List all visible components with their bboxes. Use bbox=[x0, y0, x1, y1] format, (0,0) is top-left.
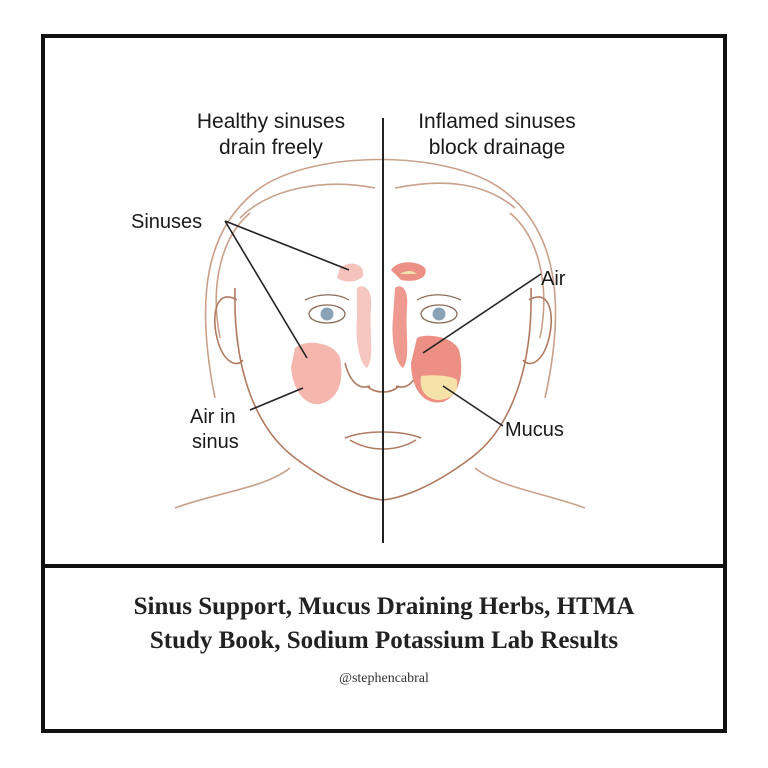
caption: Sinus Support, Mucus Draining Herbs, HTM… bbox=[45, 590, 723, 658]
sinus-diagram: Healthy sinuses drain freely Inflamed si… bbox=[131, 110, 586, 543]
left-heading-line1: Healthy sinuses bbox=[197, 110, 345, 133]
head-outline bbox=[174, 158, 586, 509]
healthy-sinuses bbox=[291, 263, 372, 405]
air-in-sinus-label-line1: Air in bbox=[190, 406, 236, 428]
author-handle: @stephencabral bbox=[339, 671, 429, 686]
caption-line1: Sinus Support, Mucus Draining Herbs, HTM… bbox=[133, 593, 635, 620]
sinuses-label: Sinuses bbox=[131, 211, 202, 233]
caption-line2: Study Book, Sodium Potassium Lab Results bbox=[149, 627, 619, 654]
eyes bbox=[304, 294, 462, 324]
right-heading-line2: block drainage bbox=[429, 136, 566, 159]
mucus-label: Mucus bbox=[505, 419, 564, 441]
image-frame: Healthy sinuses drain freely Inflamed si… bbox=[41, 34, 727, 733]
pointer-lines bbox=[224, 220, 542, 427]
air-label: Air bbox=[541, 268, 566, 290]
inflamed-sinuses bbox=[391, 262, 462, 403]
right-heading-line1: Inflamed sinuses bbox=[418, 110, 576, 133]
air-in-sinus-label-line2: sinus bbox=[192, 431, 239, 453]
face-outline bbox=[214, 287, 552, 501]
left-heading-line2: drain freely bbox=[219, 136, 323, 159]
caption-divider bbox=[45, 564, 723, 568]
